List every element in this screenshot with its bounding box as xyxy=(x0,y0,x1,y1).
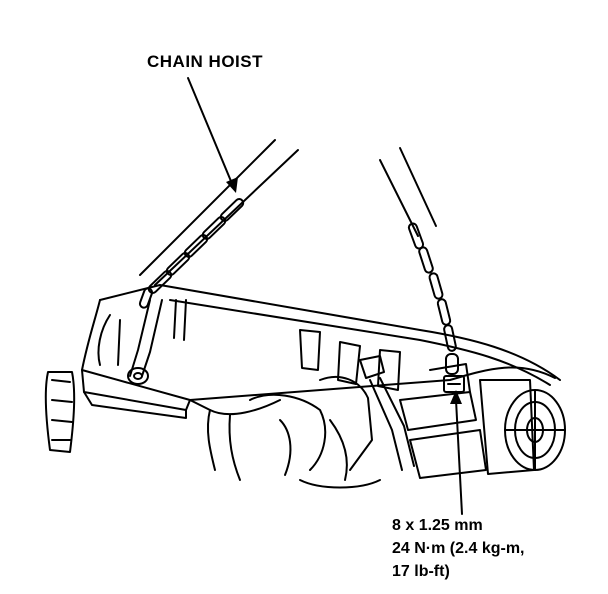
torque-imperial-text: 17 lb-ft) xyxy=(392,563,450,580)
bolt-spec-label: 8 x 1.25 mm 24 N·m (2.4 kg-m, 17 lb-ft) xyxy=(392,514,524,583)
right-chain xyxy=(408,222,458,374)
left-end-hardware xyxy=(46,368,186,452)
engine-components xyxy=(208,356,534,488)
bolt-size-text: 8 x 1.25 mm xyxy=(392,517,483,534)
right-end-pulley xyxy=(505,390,565,470)
chain-hoist-label: CHAIN HOIST xyxy=(147,52,263,71)
chain-hoist-arrowhead xyxy=(226,177,238,193)
chain-hoist-leader xyxy=(188,78,233,186)
bolt-spec-leader xyxy=(456,400,462,514)
left-hoist-strap xyxy=(140,140,298,285)
bolt-spec-arrowhead xyxy=(450,390,462,404)
torque-metric-text: 24 N·m (2.4 kg-m, xyxy=(392,540,525,557)
lifting-bracket-bolt xyxy=(444,376,464,392)
engine-outline xyxy=(82,285,560,414)
left-chain xyxy=(130,197,245,376)
right-hoist-strap xyxy=(380,148,436,236)
